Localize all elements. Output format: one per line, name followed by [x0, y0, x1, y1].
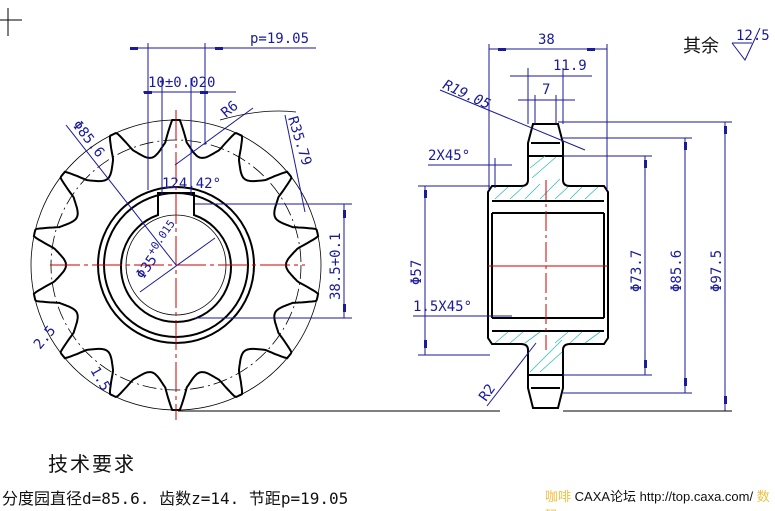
- surface-finish-label: 其余: [683, 36, 719, 57]
- pitch-diameter-dim: Φ85.6: [69, 118, 108, 161]
- root-diameter-dim: Φ73.7: [629, 250, 645, 292]
- fillet-dim: R2: [476, 381, 499, 404]
- tip-radius-dim: R19.05: [440, 77, 493, 113]
- watermark-link[interactable]: CAXA论坛 http://top.caxa.com/: [574, 489, 754, 504]
- crosshair-cursor: [0, 8, 22, 36]
- arc-radius-dim: R35.79: [284, 114, 314, 167]
- side-pitch-diameter-dim: Φ85.6: [669, 250, 685, 292]
- chamfer-bore-dim: 1.5X45°: [413, 299, 472, 315]
- tip-width-dim: 7: [542, 82, 550, 98]
- section-hatching: [494, 155, 601, 373]
- surface-finish-value: 12.5: [736, 28, 770, 44]
- bore-with-keyway: [120, 192, 232, 323]
- tech-req-title: 技术要求: [48, 452, 136, 476]
- sprocket-front-view: p=19.05 10±0.020 R6 Φ85.6 R35.79 124.42°…: [30, 31, 500, 420]
- pitch-dim: p=19.05: [250, 31, 309, 47]
- small-bottom-dim: 1.5: [87, 364, 114, 394]
- side-outline: [487, 123, 609, 409]
- chamfer-top-dim: 2X45°: [428, 148, 470, 164]
- outer-diameter-dim: Φ97.5: [709, 250, 725, 292]
- tooth-width-dim: 11.9: [553, 58, 587, 74]
- sprocket-side-view: 38 11.9 7 R19.05 2X45° Φ57 1.5X45° Φ73.7…: [409, 32, 732, 412]
- watermark: 咖啡 CAXA论坛 http://top.caxa.com/ 数码: [545, 489, 770, 511]
- hub-diameter-dim: Φ57: [409, 260, 425, 285]
- key-depth-dim: 38.5+0.1: [328, 233, 344, 300]
- surface-finish-symbol: [731, 27, 761, 61]
- key-width-dim: 10±0.020: [148, 75, 215, 91]
- tech-req-line: 分度园直径d=85.6. 齿数z=14. 节距p=19.05: [2, 489, 349, 508]
- angle-dim: 124.42°: [162, 176, 221, 192]
- width-dim: 38: [538, 32, 555, 48]
- small-left-dim: 2.5: [31, 323, 60, 353]
